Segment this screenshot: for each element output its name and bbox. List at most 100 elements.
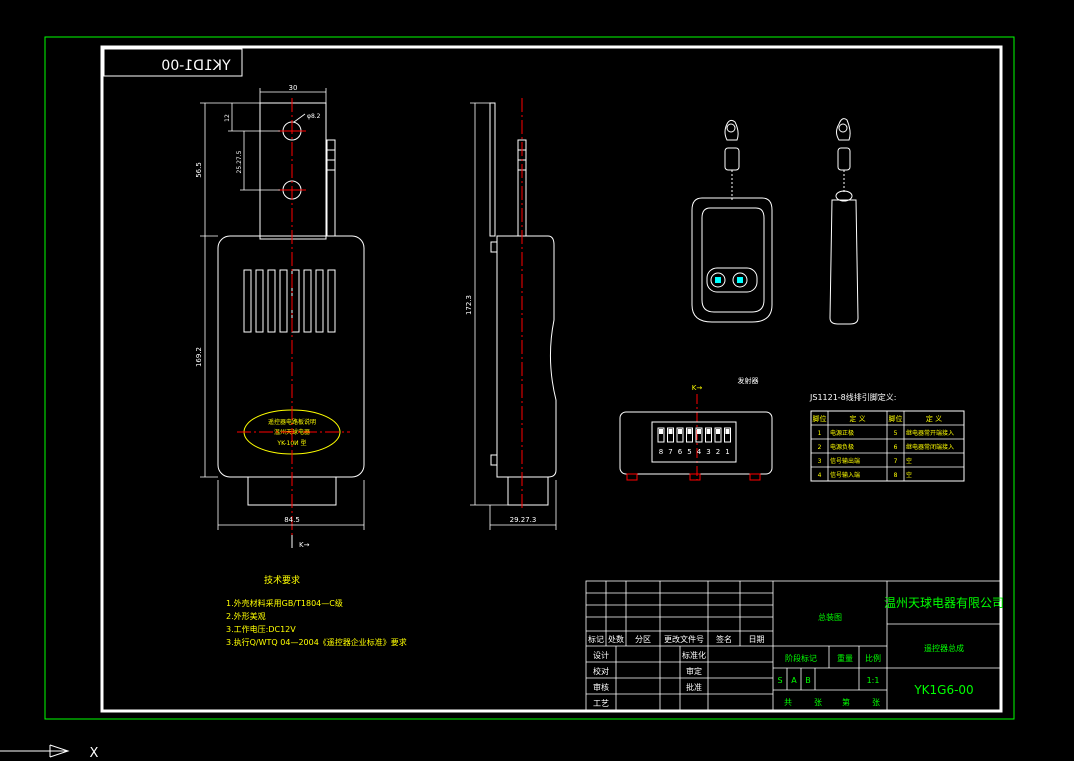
- pin-table-cell: 4: [818, 472, 822, 479]
- tech-req-item-1: 1.外壳材料采用GB/T1804—C级: [226, 598, 343, 608]
- dim-top-width: 30: [289, 84, 298, 92]
- front-dimensions: [200, 88, 365, 530]
- dip-switch-number: 1: [725, 448, 729, 456]
- side-body: [496, 235, 557, 478]
- tech-req-item-3: 3.工作电压:DC12V: [226, 624, 296, 634]
- dip-switch-6: [705, 427, 712, 443]
- dim-hole-offset: 12: [224, 114, 231, 122]
- dip-switch-knob: [697, 429, 701, 434]
- sheet-no-label: 第: [842, 697, 850, 707]
- sheets-total-label: 共: [784, 698, 792, 707]
- stage-mark-b: B: [805, 676, 811, 685]
- dip-switch-4: [686, 427, 693, 443]
- dim-hole-dia: φ8.2: [307, 113, 321, 120]
- pin-table-cell: 2: [818, 444, 822, 451]
- fob-button-b: [732, 272, 748, 288]
- pin-table-cell: 5: [894, 430, 898, 437]
- dip-switch-knob: [706, 429, 711, 434]
- tech-req-item-4: 3.执行Q/WTQ 04—2004《遥控器企业标准》要求: [226, 637, 407, 647]
- dip-switch-8: [724, 427, 731, 443]
- pin-table-frame: [810, 410, 965, 482]
- side-connector: [507, 476, 549, 506]
- pin-table-cell: 空: [906, 471, 912, 479]
- sheet-label: 张: [814, 698, 822, 707]
- role-label: 工艺: [593, 699, 609, 708]
- rev-header: 日期: [749, 635, 765, 644]
- rev-header: 标记: [588, 634, 604, 644]
- dim-body-height: 169.2: [195, 347, 203, 367]
- outer-frame: [44, 36, 1015, 720]
- inner-border: [100, 45, 1003, 713]
- role-label: 校对: [593, 666, 609, 676]
- dip-switch-number: 6: [678, 448, 683, 456]
- pin-table-cell: 7: [894, 458, 898, 465]
- dip-label: 发射器: [738, 376, 759, 385]
- dim-hole-spacing: 25.27.5: [236, 150, 243, 173]
- pin-table-cell: 继电器常开端接入: [906, 429, 954, 437]
- fob-front-body: [691, 197, 773, 323]
- dip-switch-knob: [687, 429, 692, 434]
- ucs-axis-icon[interactable]: X: [0, 744, 99, 761]
- pin-table-header: 脚位: [813, 414, 827, 423]
- role-label: 设计: [593, 650, 609, 660]
- dip-switch-number: 7: [668, 448, 672, 456]
- stage-mark-a: A: [791, 676, 797, 685]
- dip-switch-knob: [678, 429, 682, 434]
- scale-label: 比例: [865, 653, 881, 663]
- role-label: 审核: [593, 682, 609, 692]
- dip-switch-5: [695, 427, 703, 443]
- drawing-number-mirrored: YK1D1-00: [161, 58, 231, 74]
- pin-table-header: 定 义: [849, 414, 865, 423]
- drawing-name: 总装图: [818, 612, 842, 622]
- dim-side-height: 172.3: [465, 295, 473, 315]
- pin-table-cell: 6: [894, 444, 898, 451]
- dim-top-height: 56.5: [195, 162, 203, 178]
- dip-switch-number: 8: [659, 448, 663, 456]
- remote-fob-front: [691, 119, 773, 323]
- dip-switch-knob: [725, 429, 730, 434]
- pin-table-cell: 空: [906, 457, 912, 465]
- vent-slots: [243, 269, 336, 333]
- pin-table-cell: 信号输入端: [830, 471, 860, 479]
- dip-housing: [619, 411, 773, 475]
- pin-table-cell: 电源正极: [830, 429, 854, 437]
- rev-header: 分区: [635, 635, 651, 644]
- dim-side-bottom: 29.27.3: [510, 516, 537, 524]
- stage-mark-s: S: [777, 676, 782, 685]
- side-mount-tab: [489, 102, 496, 237]
- front-view: 遥控器电路板说明 温州天球电器 YK-10И 型 3: [195, 84, 365, 549]
- pin-table-cell: 电源负极: [830, 443, 854, 451]
- pin-table-header: 定 义: [926, 414, 942, 423]
- drawing-number-box: [103, 48, 243, 77]
- stage-label: 阶段标记: [785, 653, 817, 663]
- dip-switch-block: [651, 421, 737, 463]
- pin-table-cell: 1: [818, 430, 822, 437]
- front-mount-tab: [259, 102, 327, 240]
- dip-marker: K→: [692, 384, 703, 392]
- approval-label: 标准化: [682, 650, 706, 660]
- side-view: 172.3 29.27.3: [465, 98, 557, 530]
- dip-switch-7: [714, 427, 722, 443]
- company-name: 温州天球电器有限公司: [884, 596, 1004, 610]
- rev-header: 签名: [716, 634, 732, 644]
- weight-label: 重量: [837, 653, 853, 663]
- pin-table-title: JS1121-8线排引脚定义:: [809, 392, 896, 402]
- pin-table-cell: 3: [818, 458, 822, 465]
- label-line-1: 遥控器电路板说明: [268, 418, 316, 426]
- pin-table-cell: 继电器常闭端接入: [906, 443, 954, 451]
- tech-req-item-2: 2.外形美观: [226, 611, 266, 621]
- fob-side-body: [829, 199, 859, 325]
- fob-button-a: [710, 272, 726, 288]
- approval-label: 审定: [686, 666, 702, 676]
- front-section-marker: K→: [299, 541, 310, 549]
- dip-switch-2: [667, 427, 674, 443]
- dip-switch-3: [676, 427, 684, 443]
- pin-table-header: 脚位: [889, 414, 903, 423]
- tech-req-title: 技术要求: [264, 574, 300, 586]
- dip-switch-knob: [716, 429, 720, 434]
- tech-requirements: 技术要求 1.外壳材料采用GB/T1804—C级 2.外形美观 3.工作电压:D…: [226, 574, 407, 647]
- dip-switch-knob: [668, 429, 673, 434]
- scale-value: 1:1: [867, 676, 880, 685]
